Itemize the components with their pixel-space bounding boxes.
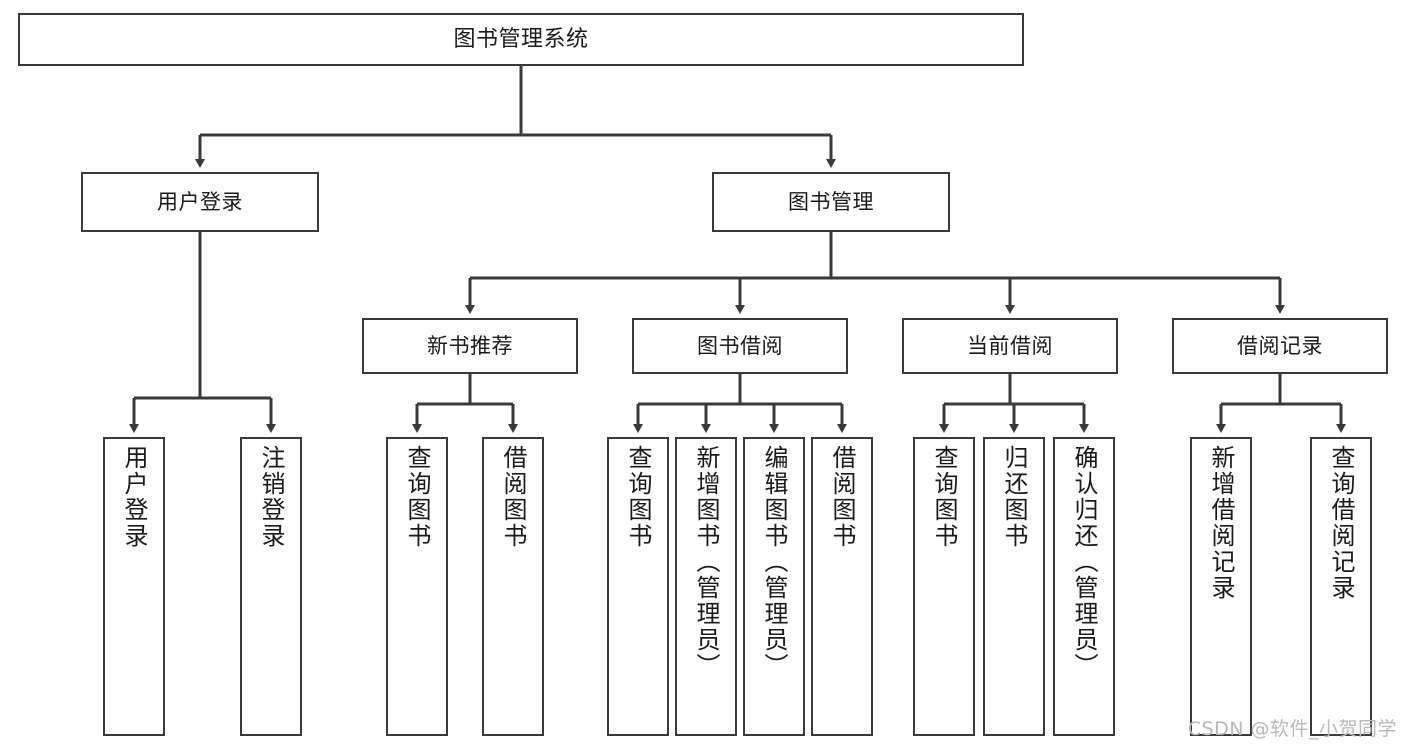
node-leaf-borrow-book-1[interactable]: 借阅图书 xyxy=(482,437,544,736)
node-leaf-query-book-1-label: 查询图书 xyxy=(403,445,431,549)
node-leaf-confirm-return[interactable]: 确认归还（管理员） xyxy=(1053,437,1115,736)
node-borrow-record-label: 借阅记录 xyxy=(1237,333,1323,358)
node-book-manage-label: 图书管理 xyxy=(788,189,874,214)
node-leaf-add-book[interactable]: 新增图书（管理员） xyxy=(675,437,737,736)
node-borrow-record[interactable]: 借阅记录 xyxy=(1172,318,1388,374)
node-book-borrow[interactable]: 图书借阅 xyxy=(632,318,848,374)
node-new-book-recommend-label: 新书推荐 xyxy=(427,333,513,358)
node-leaf-add-book-label: 新增图书（管理员） xyxy=(692,445,720,679)
node-user-login[interactable]: 用户登录 xyxy=(81,172,319,232)
node-user-login-label: 用户登录 xyxy=(157,189,243,214)
node-leaf-logout[interactable]: 注销登录 xyxy=(240,437,302,736)
node-leaf-add-record[interactable]: 新增借阅记录 xyxy=(1190,437,1252,736)
watermark-text: CSDN @软件_小贺同学 xyxy=(1187,718,1397,740)
node-root-label: 图书管理系统 xyxy=(453,26,589,52)
node-leaf-return-book[interactable]: 归还图书 xyxy=(983,437,1045,736)
node-leaf-user-login[interactable]: 用户登录 xyxy=(103,437,165,736)
node-leaf-query-record[interactable]: 查询借阅记录 xyxy=(1310,437,1372,736)
node-leaf-borrow-book-2[interactable]: 借阅图书 xyxy=(811,437,873,736)
node-current-borrow-label: 当前借阅 xyxy=(967,333,1053,358)
node-leaf-logout-label: 注销登录 xyxy=(257,445,285,549)
node-leaf-user-login-label: 用户登录 xyxy=(120,445,148,549)
node-leaf-confirm-return-label: 确认归还（管理员） xyxy=(1070,445,1098,679)
node-leaf-query-book-1[interactable]: 查询图书 xyxy=(386,437,448,736)
node-root[interactable]: 图书管理系统 xyxy=(18,13,1024,66)
node-leaf-borrow-book-2-label: 借阅图书 xyxy=(828,445,856,549)
node-book-manage[interactable]: 图书管理 xyxy=(712,172,950,232)
node-new-book-recommend[interactable]: 新书推荐 xyxy=(362,318,578,374)
node-leaf-query-book-3-label: 查询图书 xyxy=(930,445,958,549)
node-book-borrow-label: 图书借阅 xyxy=(697,333,783,358)
node-current-borrow[interactable]: 当前借阅 xyxy=(902,318,1118,374)
node-leaf-edit-book-label: 编辑图书（管理员） xyxy=(760,445,788,679)
node-leaf-borrow-book-1-label: 借阅图书 xyxy=(499,445,527,549)
node-leaf-edit-book[interactable]: 编辑图书（管理员） xyxy=(743,437,805,736)
node-leaf-query-record-label: 查询借阅记录 xyxy=(1327,445,1355,601)
node-leaf-query-book-2[interactable]: 查询图书 xyxy=(607,437,669,736)
node-leaf-return-book-label: 归还图书 xyxy=(1000,445,1028,549)
node-leaf-add-record-label: 新增借阅记录 xyxy=(1207,445,1235,601)
node-leaf-query-book-3[interactable]: 查询图书 xyxy=(913,437,975,736)
node-leaf-query-book-2-label: 查询图书 xyxy=(624,445,652,549)
